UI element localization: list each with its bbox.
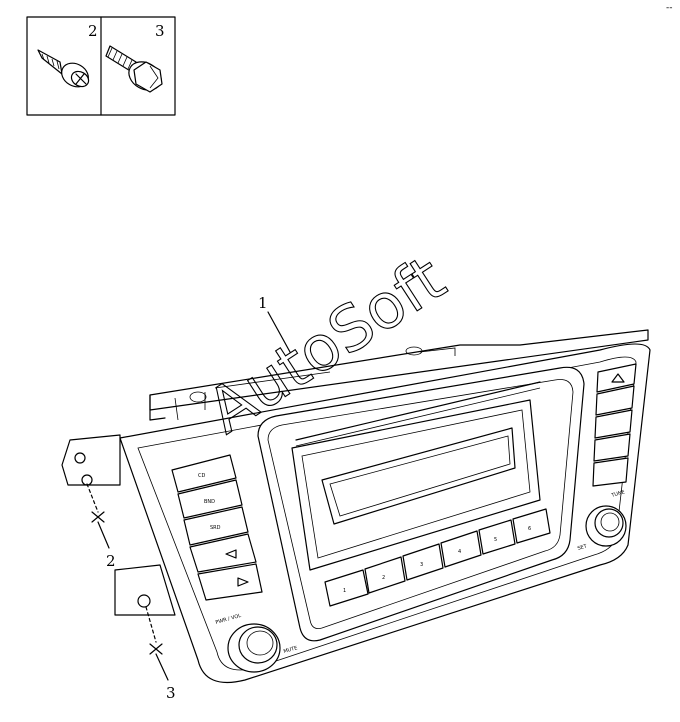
self-tapping-screw-icon <box>37 49 90 88</box>
left-function-buttons: CD BND SRD <box>171 454 263 601</box>
preset-label-5: 5 <box>494 537 497 543</box>
hex-flange-bolt-icon <box>105 45 163 93</box>
mute-label: MUTE <box>283 645 298 655</box>
eject-icon <box>611 373 625 383</box>
bolt-position-marker <box>149 643 163 655</box>
screw-position-marker <box>91 511 105 523</box>
mounting-bracket-upper <box>61 434 121 486</box>
preset-button-4[interactable] <box>440 530 482 568</box>
preset-button-5[interactable] <box>478 519 516 555</box>
display-screen <box>321 427 516 525</box>
preset-button-1[interactable] <box>324 569 369 607</box>
right-button-4[interactable] <box>593 433 631 462</box>
corner-mark: -- <box>666 3 673 13</box>
srd-button[interactable] <box>183 506 249 546</box>
leader-line-3 <box>155 653 169 681</box>
srd-button-label: SRD <box>210 525 221 531</box>
callout-label-1: 1 <box>258 294 268 312</box>
callout-1: 1 <box>258 294 291 353</box>
fastener-legend: 2 3 <box>26 16 176 116</box>
right-button-2[interactable] <box>595 385 635 416</box>
legend-number-3: 3 <box>155 22 165 40</box>
volume-knob[interactable] <box>227 623 281 673</box>
set-label: SET <box>577 543 589 552</box>
preset-button-6[interactable] <box>512 508 551 544</box>
preset-label-4: 4 <box>458 549 461 555</box>
callout-3: 3 <box>145 606 176 702</box>
seek-up-icon <box>237 577 249 587</box>
eject-button[interactable] <box>596 363 637 393</box>
tune-knob-label: TUNE <box>610 489 626 499</box>
preset-label-6: 6 <box>528 526 531 532</box>
leader-line-2 <box>97 521 110 549</box>
mounting-bracket-lower <box>114 564 176 616</box>
seek-down-icon <box>225 549 237 559</box>
radio-unit: 1 2 3 4 5 6 CD BND SRD <box>61 329 651 684</box>
preset-button-3[interactable] <box>402 543 444 581</box>
cd-slot <box>295 381 541 441</box>
preset-label-2: 2 <box>382 575 385 581</box>
preset-button-2[interactable] <box>364 556 406 594</box>
tune-knob[interactable] <box>585 505 627 547</box>
preset-buttons: 1 2 3 4 5 6 <box>324 508 551 607</box>
callout-label-2: 2 <box>106 552 116 570</box>
right-button-5[interactable] <box>592 457 629 487</box>
preset-label-3: 3 <box>420 562 423 568</box>
band-button[interactable] <box>177 479 243 519</box>
right-function-buttons <box>592 363 637 487</box>
cd-button-label: CD <box>198 473 205 479</box>
leader-line-1 <box>267 311 291 353</box>
callout-2: 2 <box>86 483 116 570</box>
preset-label-1: 1 <box>343 588 346 594</box>
seek-down-button[interactable] <box>189 533 257 573</box>
cd-button[interactable] <box>171 454 237 493</box>
right-button-3[interactable] <box>594 409 633 439</box>
callout-label-3: 3 <box>166 684 176 702</box>
seek-up-button[interactable] <box>197 563 263 601</box>
band-button-label: BND <box>204 499 215 505</box>
legend-number-2: 2 <box>88 22 98 40</box>
